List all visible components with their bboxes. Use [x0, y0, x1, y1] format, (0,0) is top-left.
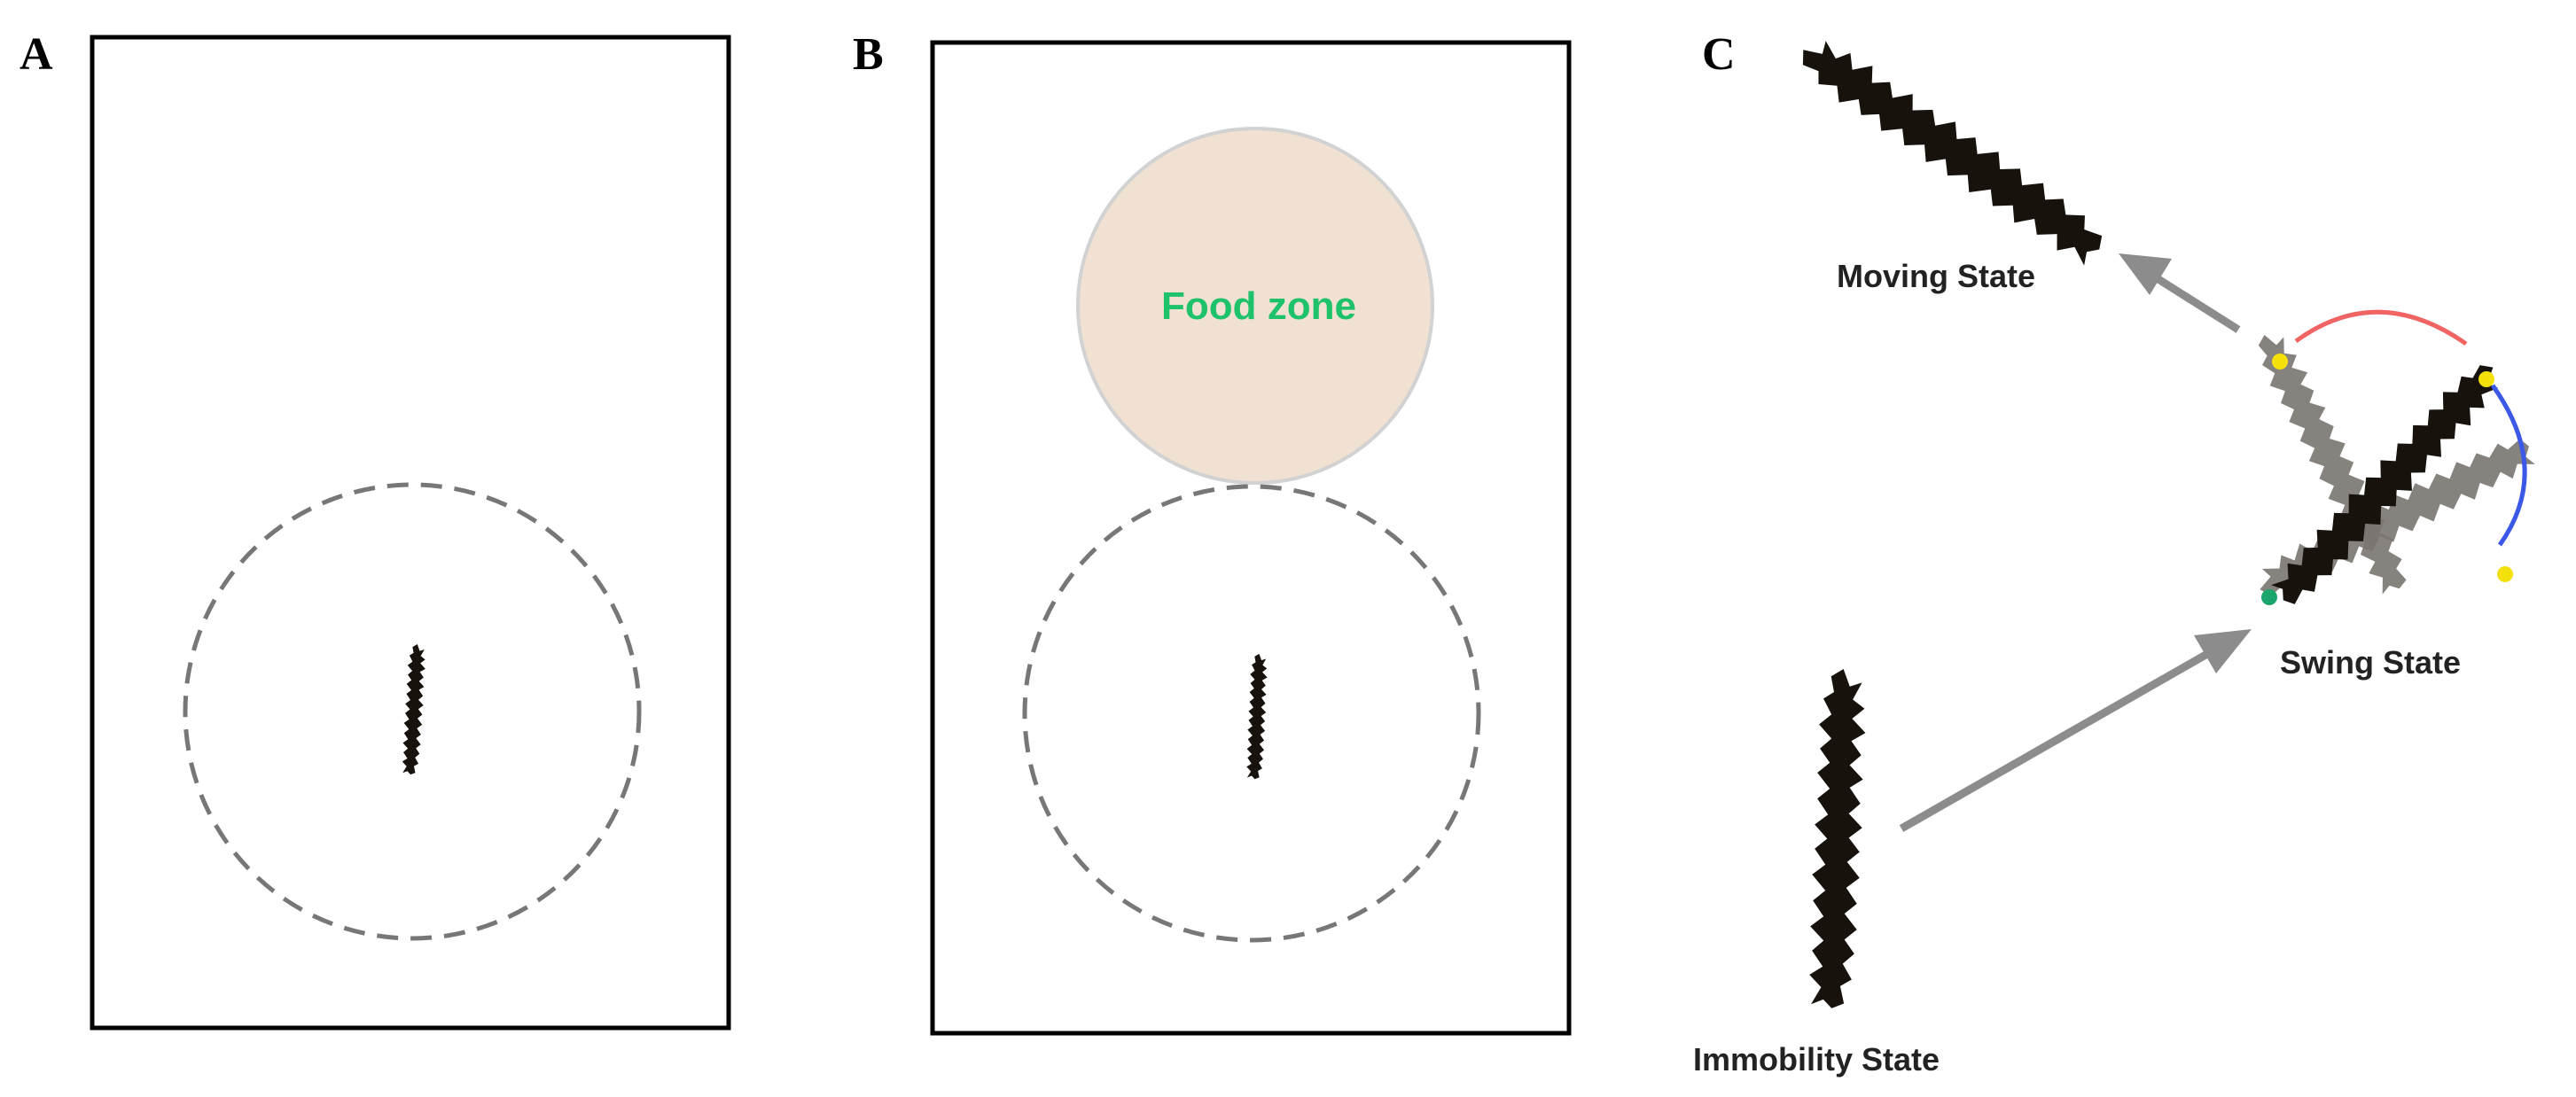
food-zone-label: Food zone — [1161, 284, 1356, 328]
swing-arc-left — [2294, 309, 2468, 346]
arrow-to-moving — [2119, 253, 2241, 333]
panel-c-label: C — [1702, 29, 1736, 80]
start-zone-b — [1022, 484, 1481, 943]
panel-a: A — [20, 29, 731, 1031]
swing-state-label: Swing State — [2280, 644, 2461, 681]
panel-c: C Moving State Swing State — [1693, 28, 2540, 1078]
panel-b: B Food zone — [853, 29, 1572, 1036]
sea-cucumber-a — [401, 643, 427, 775]
marker-tail — [2261, 589, 2277, 605]
moving-state-label: Moving State — [1837, 258, 2035, 294]
sea-cucumber-b — [1245, 653, 1268, 780]
swing-arc-right — [2490, 384, 2527, 547]
panel-a-label: A — [20, 29, 53, 80]
marker-head-right — [2497, 566, 2513, 582]
arena-a — [90, 35, 731, 1031]
panel-b-label: B — [853, 29, 884, 80]
arena-b — [930, 40, 1572, 1036]
immobility-state-label: Immobility State — [1693, 1041, 1940, 1078]
sea-cucumber-immobility — [1807, 668, 1868, 1009]
food-zone — [1076, 127, 1434, 485]
start-zone-a — [183, 482, 642, 941]
sea-cucumber-moving — [1789, 28, 2114, 271]
arrow-to-swing — [1899, 629, 2252, 832]
marker-head-left — [2272, 354, 2288, 370]
marker-head-top — [2478, 371, 2494, 387]
